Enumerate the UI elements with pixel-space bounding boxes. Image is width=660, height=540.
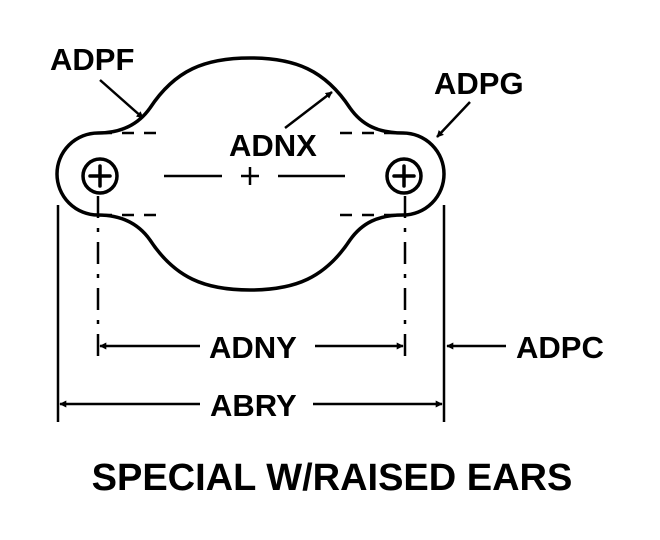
adpg-label: ADPG	[434, 66, 524, 101]
abry-label: ABRY	[210, 388, 297, 423]
diagram-caption: SPECIAL W/RAISED EARS	[92, 457, 573, 499]
adpc-label: ADPC	[516, 330, 604, 365]
adpg-leader	[436, 101, 471, 138]
adpf-leader	[99, 79, 144, 119]
adnx-leader	[284, 91, 333, 129]
right-eyelet	[385, 157, 423, 195]
adnx-label: ADNX	[229, 128, 317, 163]
left-eyelet	[81, 157, 119, 195]
tangent-lines	[100, 131, 403, 217]
extension-lines	[56, 196, 446, 422]
adpf-label: ADPF	[50, 42, 134, 77]
adny-label: ADNY	[209, 330, 297, 365]
clamp-outline	[55, 56, 446, 292]
center-line	[164, 167, 345, 185]
